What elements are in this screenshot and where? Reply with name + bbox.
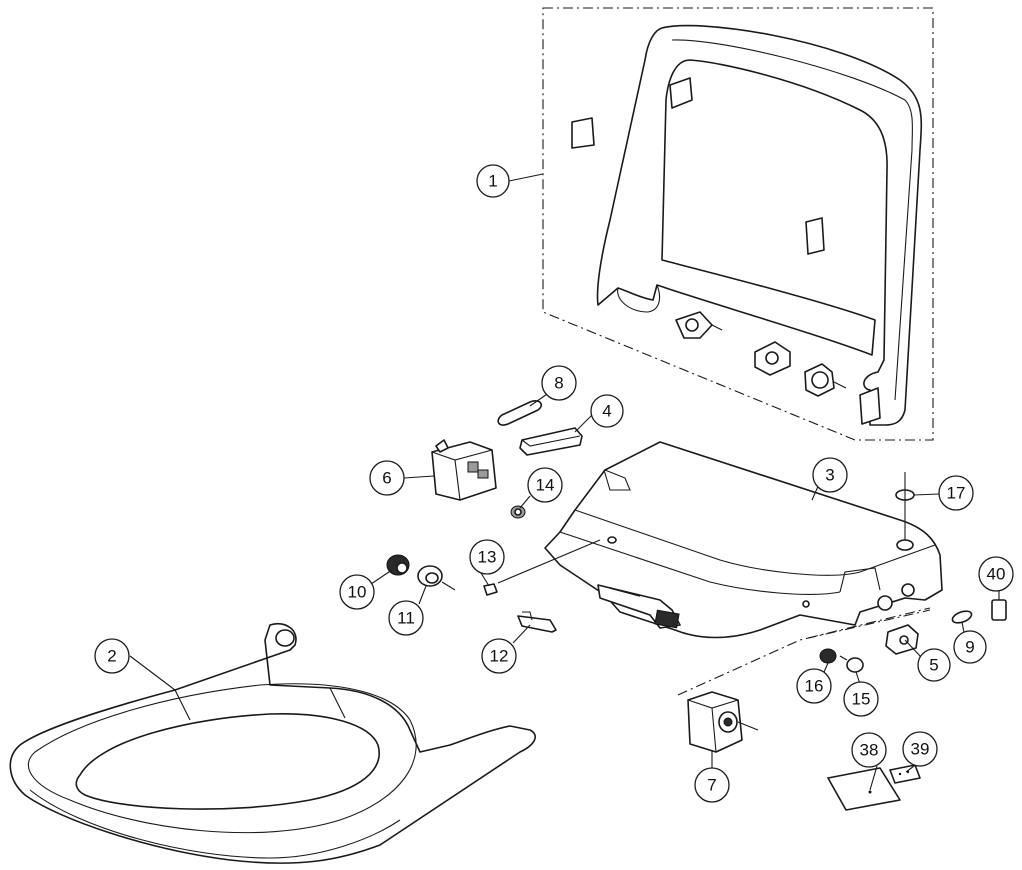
part-7-hinge	[687, 691, 759, 753]
callout-3: 3	[812, 457, 848, 493]
callout-15: 15	[843, 681, 879, 717]
part-13	[483, 583, 498, 596]
part-39	[889, 764, 921, 784]
part-12	[517, 611, 557, 633]
part-11	[417, 565, 456, 591]
callout-5: 5	[917, 648, 951, 682]
callout-39-label: 39	[911, 740, 930, 759]
assembly-lines	[497, 472, 931, 696]
part-14	[510, 505, 526, 519]
part-15	[839, 655, 864, 673]
callout-7-label: 7	[707, 776, 716, 795]
callout-14-label: 14	[536, 476, 555, 495]
callout-14: 14	[527, 467, 563, 503]
callout-17: 17	[938, 475, 974, 511]
lid-assembly-boundary	[542, 7, 934, 441]
part-6-motor	[431, 439, 497, 501]
part-3-body	[544, 441, 943, 639]
callouts: 1 2 3 4 5 6 7 8 9 10 11 12 13 14 15 16 1…	[94, 164, 1014, 803]
callout-12: 12	[481, 638, 517, 674]
callout-11: 11	[388, 600, 424, 636]
callout-3-label: 3	[825, 466, 834, 485]
callout-6: 6	[369, 460, 405, 496]
hinge-fittings	[675, 311, 847, 397]
part-5	[885, 624, 919, 655]
part-1-lid	[571, 24, 923, 426]
part-9	[951, 610, 973, 624]
callout-15-label: 15	[852, 690, 871, 709]
callout-6-label: 6	[382, 469, 391, 488]
callout-39: 39	[902, 731, 938, 767]
callout-2: 2	[94, 638, 130, 674]
callout-17-label: 17	[947, 484, 966, 503]
callout-8: 8	[541, 365, 577, 401]
part-16	[819, 648, 837, 664]
callout-1-label: 1	[488, 172, 497, 191]
callout-38: 38	[851, 732, 887, 768]
callout-8-label: 8	[554, 374, 563, 393]
callout-9: 9	[953, 630, 987, 664]
part-2-seat	[9, 623, 536, 864]
part-10	[386, 554, 410, 576]
part-8	[497, 400, 542, 426]
callout-7: 7	[694, 767, 730, 803]
callout-10: 10	[339, 574, 375, 610]
callout-13-label: 13	[478, 548, 497, 567]
callout-4-label: 4	[602, 402, 611, 421]
callout-40: 40	[978, 556, 1014, 592]
callout-1: 1	[476, 164, 510, 198]
callout-16-label: 16	[805, 677, 824, 696]
part-40	[991, 599, 1007, 621]
callout-40-label: 40	[987, 565, 1006, 584]
callout-16: 16	[796, 668, 832, 704]
part-38	[827, 767, 901, 811]
callout-13: 13	[469, 539, 505, 575]
callout-11-label: 11	[397, 609, 415, 628]
callout-10-label: 10	[348, 583, 367, 602]
callout-9-label: 9	[965, 638, 974, 657]
callout-12-label: 12	[490, 647, 509, 666]
callout-4: 4	[590, 394, 624, 428]
callout-2-label: 2	[107, 647, 116, 666]
part-4	[519, 427, 583, 456]
callout-5-label: 5	[929, 656, 938, 675]
callout-38-label: 38	[860, 741, 879, 760]
